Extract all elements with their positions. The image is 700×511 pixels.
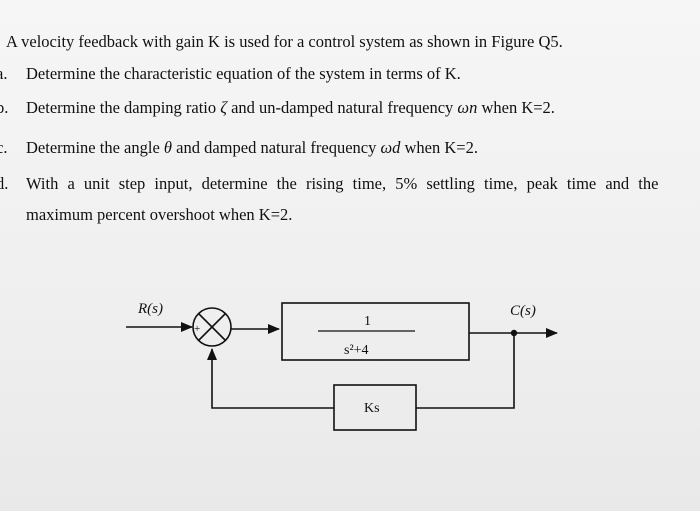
feedback-label: Ks (364, 401, 380, 416)
summing-junction (192, 307, 232, 347)
theta-symbol: θ (163, 138, 173, 157)
part-b-label: b. (0, 98, 9, 117)
feedback-line-right (416, 333, 515, 409)
part-c-text-mid: and damped natural frequency (176, 138, 377, 157)
plant-denominator: s²+4 (344, 343, 369, 358)
problem-intro: A velocity feedback with gain K is used … (6, 32, 563, 51)
omega-n-symbol: ωn (457, 98, 478, 117)
input-label: R(s) (137, 301, 163, 317)
plant-numerator: 1 (364, 314, 371, 329)
part-a-text: Determine the characteristic equation of… (26, 64, 461, 83)
plus-sign: + (194, 323, 200, 335)
minus-sign: − (209, 339, 216, 353)
part-c-text: Determine the angle θ and damped natural… (26, 138, 478, 158)
part-d-line2: maximum percent overshoot when K=2. (26, 205, 293, 224)
part-c-text-after: when K=2. (404, 138, 478, 157)
part-b-text: Determine the damping ratio ζ and un-dam… (26, 98, 555, 118)
omega-d-symbol: ωd (380, 138, 401, 157)
part-b-text-after: when K=2. (481, 98, 555, 117)
part-d-label: d. (0, 174, 9, 193)
part-c-text-before: Determine the angle (26, 138, 160, 157)
part-d-line1: With a unit step input, determine the ri… (26, 174, 659, 193)
plant-block (281, 302, 470, 361)
zeta-symbol: ζ (220, 98, 227, 117)
part-c-label: c. (0, 138, 8, 157)
part-a-label: a. (0, 64, 8, 83)
feedback-line-left (207, 348, 334, 409)
output-label: C(s) (510, 303, 536, 319)
part-b-text-mid: and un-damped natural frequency (231, 98, 454, 117)
part-b-text-before: Determine the damping ratio (26, 98, 217, 117)
